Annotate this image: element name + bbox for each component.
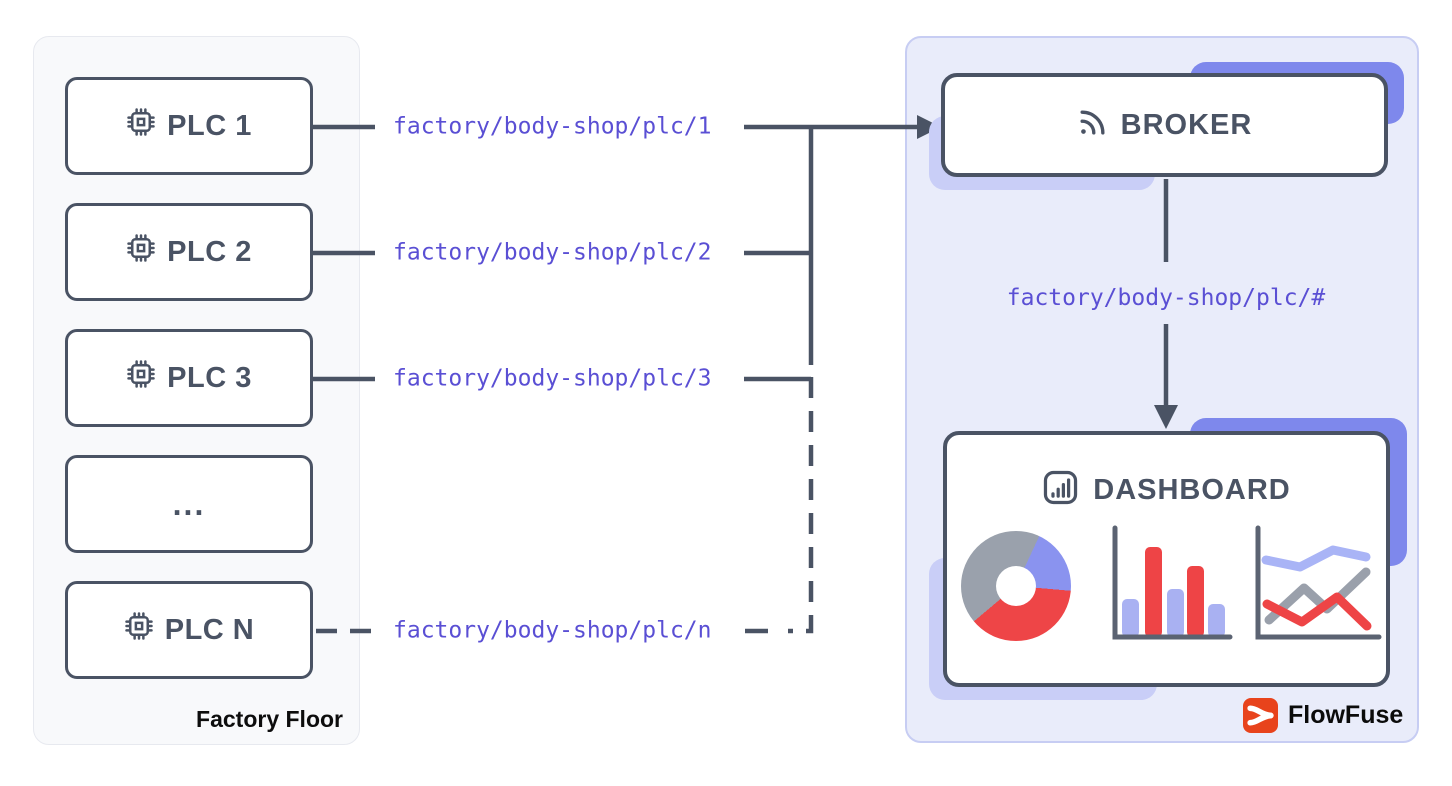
flowfuse-logo-icon (1243, 698, 1278, 733)
bar-chart-axes (1112, 525, 1233, 640)
plc-2-node: PLC 2 (65, 203, 313, 301)
line-chart (1255, 525, 1382, 640)
line-series-periwinkle (1261, 545, 1371, 572)
broker-node: BROKER (941, 73, 1388, 177)
line-series-red (1262, 592, 1372, 631)
plc-1-label: PLC 1 (167, 109, 252, 142)
cpu-icon (126, 107, 156, 145)
dashboard-title-row: DASHBOARD (947, 469, 1386, 511)
cpu-icon (126, 359, 156, 397)
donut-chart (961, 531, 1071, 641)
cpu-icon (124, 611, 154, 649)
plc-3-label: PLC 3 (167, 361, 252, 394)
line-series-gray (1264, 567, 1371, 625)
topic-plc-n: factory/body-shop/plc/n (393, 617, 712, 644)
topic-plc-3: factory/body-shop/plc/3 (393, 365, 712, 392)
cpu-icon (126, 233, 156, 271)
factory-floor-label: Factory Floor (196, 706, 343, 732)
rss-icon (1077, 107, 1108, 143)
plc-n-node: PLC N (65, 581, 313, 679)
plc-ellipsis-label: ... (172, 485, 206, 522)
bar-chart-icon (1042, 469, 1079, 511)
plc-2-label: PLC 2 (167, 235, 252, 268)
line-chart-axes (1255, 525, 1382, 640)
topic-plc-1: factory/body-shop/plc/1 (393, 113, 712, 140)
broker-label: BROKER (1120, 108, 1253, 141)
flowfuse-brand: FlowFuse (1243, 698, 1403, 733)
plc-n-label: PLC N (164, 613, 255, 646)
dashboard-label: DASHBOARD (1093, 473, 1291, 506)
plc-3-node: PLC 3 (65, 329, 313, 427)
bar-chart (1112, 525, 1233, 640)
topic-wildcard: factory/body-shop/plc/# (1006, 285, 1326, 311)
wire-trunk-dashed (788, 377, 814, 634)
topic-plc-2: factory/body-shop/plc/2 (393, 239, 712, 266)
plc-1-node: PLC 1 (65, 77, 313, 175)
flowfuse-brand-name: FlowFuse (1288, 701, 1404, 729)
plc-ellipsis-node: ... (65, 455, 313, 553)
